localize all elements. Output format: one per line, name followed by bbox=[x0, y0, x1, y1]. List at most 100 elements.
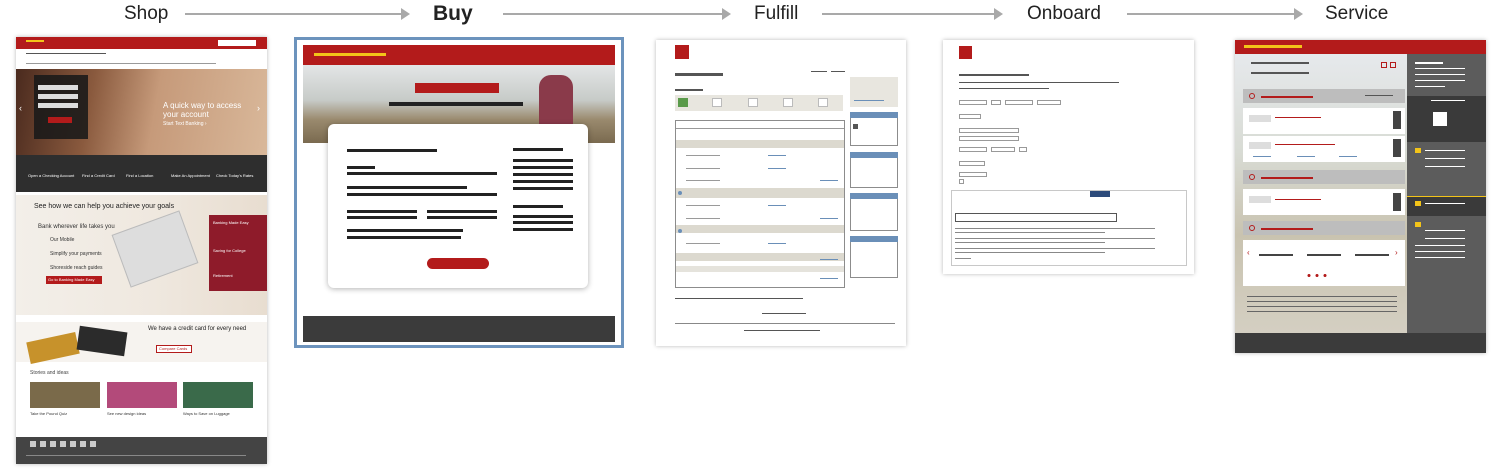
form-field[interactable] bbox=[959, 147, 987, 152]
form-field[interactable] bbox=[959, 161, 985, 166]
header-link[interactable] bbox=[811, 71, 827, 72]
form-field[interactable] bbox=[991, 147, 1015, 152]
account-name[interactable] bbox=[1275, 199, 1321, 200]
flow-arrow bbox=[1127, 8, 1303, 20]
table-link[interactable] bbox=[820, 278, 838, 279]
card-side-line bbox=[513, 180, 573, 183]
quick-action[interactable]: Find a Credit Card bbox=[82, 173, 115, 178]
card-side-line bbox=[513, 166, 573, 169]
chevron-icon[interactable] bbox=[1249, 174, 1255, 180]
checkbox-icon[interactable] bbox=[959, 179, 964, 184]
account-card[interactable] bbox=[1243, 136, 1405, 162]
carousel-prev-icon[interactable]: ‹ bbox=[19, 103, 22, 113]
search-input[interactable] bbox=[218, 40, 256, 46]
carousel-next-icon[interactable]: › bbox=[1395, 248, 1398, 257]
card-line bbox=[427, 210, 497, 213]
table-group-header bbox=[676, 253, 844, 261]
form-field[interactable] bbox=[959, 136, 1019, 141]
step-icon bbox=[783, 98, 793, 107]
card-side-line bbox=[513, 187, 573, 190]
sidebar-line bbox=[1415, 68, 1465, 69]
bank-item[interactable]: Our Mobile bbox=[50, 237, 75, 243]
chevron-icon[interactable] bbox=[1249, 93, 1255, 99]
form-field[interactable] bbox=[1037, 100, 1061, 105]
chevron-icon[interactable] bbox=[1249, 225, 1255, 231]
table-link[interactable] bbox=[820, 218, 838, 219]
password-field[interactable] bbox=[38, 94, 78, 99]
account-name[interactable] bbox=[1275, 144, 1335, 145]
table-link[interactable] bbox=[768, 168, 786, 169]
table-link[interactable] bbox=[768, 205, 786, 206]
table-link[interactable] bbox=[768, 155, 786, 156]
disclosure-text bbox=[955, 258, 971, 259]
table-link[interactable] bbox=[768, 243, 786, 244]
sidebar-line bbox=[1415, 257, 1465, 258]
radio-selected-icon[interactable] bbox=[678, 229, 682, 233]
sidebar-card-header bbox=[850, 193, 898, 199]
bank-item[interactable]: Shoreside reach guides bbox=[50, 265, 103, 271]
more-options-icon[interactable] bbox=[1393, 193, 1401, 211]
subheadline bbox=[389, 102, 523, 106]
form-field[interactable] bbox=[959, 172, 987, 177]
form-field[interactable] bbox=[1005, 100, 1033, 105]
more-options-icon[interactable] bbox=[1393, 111, 1401, 129]
quick-action[interactable]: Find a Location bbox=[126, 173, 154, 178]
footer-rule bbox=[675, 323, 895, 324]
quick-action[interactable]: Make An Appointment bbox=[171, 173, 210, 178]
form-field[interactable] bbox=[959, 114, 981, 119]
story-title[interactable]: Take the Pound Quiz bbox=[30, 411, 68, 416]
form-field[interactable] bbox=[959, 100, 987, 105]
carousel-dots[interactable] bbox=[1305, 274, 1329, 277]
form-select[interactable] bbox=[1019, 147, 1027, 152]
quick-action[interactable]: Open a Checking Account bbox=[28, 173, 75, 178]
side-promo-item[interactable]: Retirement bbox=[213, 273, 233, 278]
card-line bbox=[347, 210, 417, 213]
table-tabs[interactable] bbox=[676, 121, 844, 129]
table-link[interactable] bbox=[820, 180, 838, 181]
compare-cards-button[interactable] bbox=[156, 345, 192, 353]
carousel-item[interactable] bbox=[1307, 254, 1341, 256]
story-title[interactable]: See new design ideas bbox=[107, 411, 147, 416]
carousel-item[interactable] bbox=[1259, 254, 1293, 256]
account-group-header[interactable] bbox=[1243, 221, 1405, 235]
account-name[interactable] bbox=[1275, 117, 1321, 118]
page-title bbox=[1251, 62, 1309, 64]
checkbox-icon[interactable] bbox=[853, 124, 858, 129]
more-options-icon[interactable] bbox=[1393, 139, 1401, 157]
story-title[interactable]: Ways to Save on Luggage bbox=[183, 411, 230, 416]
flow-arrow bbox=[822, 8, 1003, 20]
submit-button[interactable] bbox=[1090, 191, 1110, 197]
carousel-next-icon[interactable]: › bbox=[257, 103, 260, 113]
bank-item[interactable]: Simplify your payments bbox=[50, 251, 102, 257]
header-link[interactable] bbox=[831, 71, 845, 72]
stage-label-buy: Buy bbox=[433, 2, 473, 25]
disclosure-tabs[interactable] bbox=[955, 213, 1117, 222]
side-promo-item[interactable]: Saving for College bbox=[213, 248, 246, 253]
apply-button[interactable] bbox=[427, 258, 489, 269]
social-icons[interactable] bbox=[30, 441, 100, 447]
shop-page-thumbnail: A quick way to access your account Start… bbox=[16, 37, 267, 464]
quick-action[interactable]: Check Today's Rates bbox=[216, 173, 254, 178]
table-link[interactable] bbox=[820, 259, 838, 260]
flow-arrow bbox=[185, 8, 410, 20]
card-line bbox=[347, 149, 437, 152]
hero-link[interactable]: Start Text Banking › bbox=[163, 121, 207, 127]
signon-button[interactable] bbox=[48, 117, 72, 123]
card-line bbox=[347, 172, 497, 175]
view-toggle-icon[interactable] bbox=[1390, 62, 1396, 68]
view-toggle-icon[interactable] bbox=[1381, 62, 1387, 68]
radio-selected-icon[interactable] bbox=[678, 191, 682, 195]
form-field[interactable] bbox=[991, 100, 1001, 105]
step-complete-icon bbox=[678, 98, 688, 107]
card-side-line bbox=[513, 221, 573, 224]
carousel-item[interactable] bbox=[1355, 254, 1389, 256]
account-group-header[interactable] bbox=[1243, 170, 1405, 184]
side-promo-item[interactable]: Banking Made Easy bbox=[213, 220, 249, 225]
form-field[interactable] bbox=[959, 128, 1019, 133]
account-group-header[interactable] bbox=[1243, 89, 1405, 103]
account-field[interactable] bbox=[38, 103, 78, 108]
sidebar-link[interactable] bbox=[854, 100, 884, 101]
username-field[interactable] bbox=[38, 85, 78, 90]
carousel-prev-icon[interactable]: ‹ bbox=[1247, 248, 1250, 257]
banking-made-easy-button[interactable] bbox=[46, 276, 102, 284]
